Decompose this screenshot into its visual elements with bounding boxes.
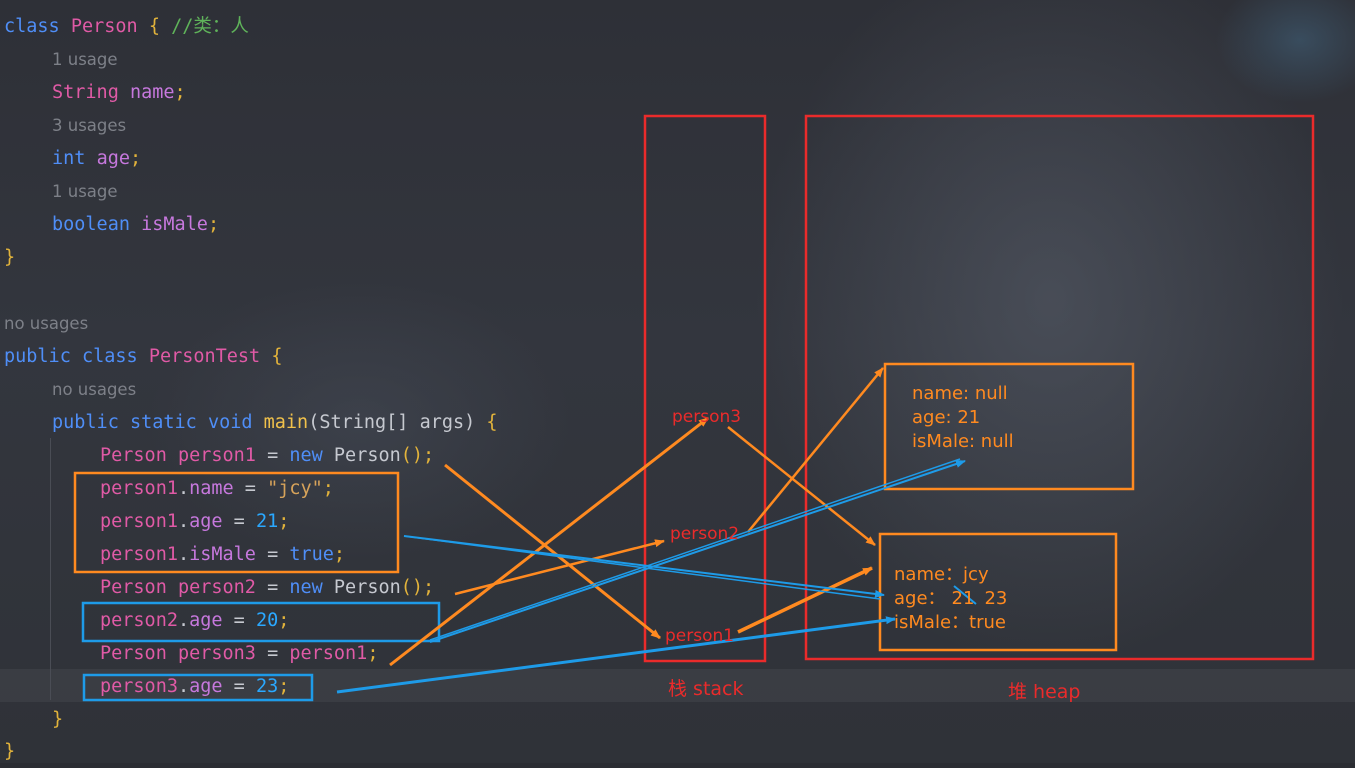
code-line-field-ismale[interactable]: boolean isMale; bbox=[52, 214, 220, 235]
arrow-person2-decl-to-stack bbox=[454, 539, 665, 596]
obj-top-ismale: isMale: null bbox=[912, 431, 1014, 452]
arrow-person3-decl-to-stack bbox=[389, 416, 709, 667]
heap-object-top bbox=[883, 362, 1135, 491]
arrow-person3-age-to-object bbox=[336, 616, 896, 694]
stack-area bbox=[643, 114, 767, 663]
person3-age-box bbox=[82, 673, 314, 702]
stack-label: 栈 stack bbox=[668, 678, 744, 700]
obj-top-name: name: null bbox=[912, 383, 1008, 404]
person2-age-box bbox=[81, 601, 441, 643]
usage-hint[interactable]: no usages bbox=[52, 380, 137, 399]
code-line-main[interactable]: public static void main(String[] args) { bbox=[52, 412, 498, 433]
code-line-field-age[interactable]: int age; bbox=[52, 148, 142, 169]
arrow-person2-to-object bbox=[747, 367, 884, 533]
code-line-class-person[interactable]: class Person { //类：人 bbox=[4, 16, 249, 37]
obj-bottom-name: name：jcy bbox=[894, 564, 989, 585]
obj-top-age: age: 21 bbox=[912, 407, 981, 428]
person1-assignments-box bbox=[73, 471, 400, 574]
stack-var-person2: person2 bbox=[670, 524, 740, 544]
usage-hint[interactable]: 3 usages bbox=[52, 116, 127, 135]
code-line-person1-decl[interactable]: Person person1 = new Person(); bbox=[100, 445, 435, 466]
code-line-person3-age[interactable]: person3.age = 23; bbox=[100, 676, 290, 697]
code-line-close-brace-class[interactable]: } bbox=[4, 741, 16, 762]
heap-label: 堆 heap bbox=[1008, 681, 1081, 703]
indent-guide bbox=[50, 438, 51, 700]
usage-hint[interactable]: no usages bbox=[4, 314, 89, 333]
usage-hint[interactable]: 1 usage bbox=[52, 182, 118, 201]
code-line-person2-decl[interactable]: Person person2 = new Person(); bbox=[100, 577, 435, 598]
arrow-person1-decl-to-stack bbox=[444, 463, 661, 640]
arrow-person1-to-object bbox=[737, 566, 873, 634]
stack-var-person3: person3 bbox=[672, 407, 742, 427]
code-line-close-brace[interactable]: } bbox=[4, 247, 16, 268]
arrow-person3-to-object bbox=[727, 426, 876, 546]
arrow-person2-age-to-object bbox=[429, 460, 966, 643]
obj-bottom-ismale: isMale：true bbox=[894, 612, 1006, 633]
code-line-class-persontest[interactable]: public class PersonTest { bbox=[4, 346, 283, 367]
heap-area bbox=[804, 114, 1315, 661]
strike-old-age-value bbox=[953, 585, 977, 605]
usage-hint[interactable]: 1 usage bbox=[52, 50, 118, 69]
code-line-person1-name[interactable]: person1.name = "jcy"; bbox=[100, 478, 334, 499]
stack-var-person1: person1 bbox=[665, 626, 735, 646]
code-line-person3-decl[interactable]: Person person3 = person1; bbox=[100, 643, 379, 664]
code-line-person1-ismale[interactable]: person1.isMale = true; bbox=[100, 544, 346, 565]
arrow-person2-age-to-object-2 bbox=[429, 458, 961, 641]
code-line-person1-age[interactable]: person1.age = 21; bbox=[100, 511, 290, 532]
code-line-close-brace-main[interactable]: } bbox=[52, 709, 64, 730]
code-line-field-name[interactable]: String name; bbox=[52, 82, 186, 103]
code-line-person2-age[interactable]: person2.age = 20; bbox=[100, 610, 290, 631]
